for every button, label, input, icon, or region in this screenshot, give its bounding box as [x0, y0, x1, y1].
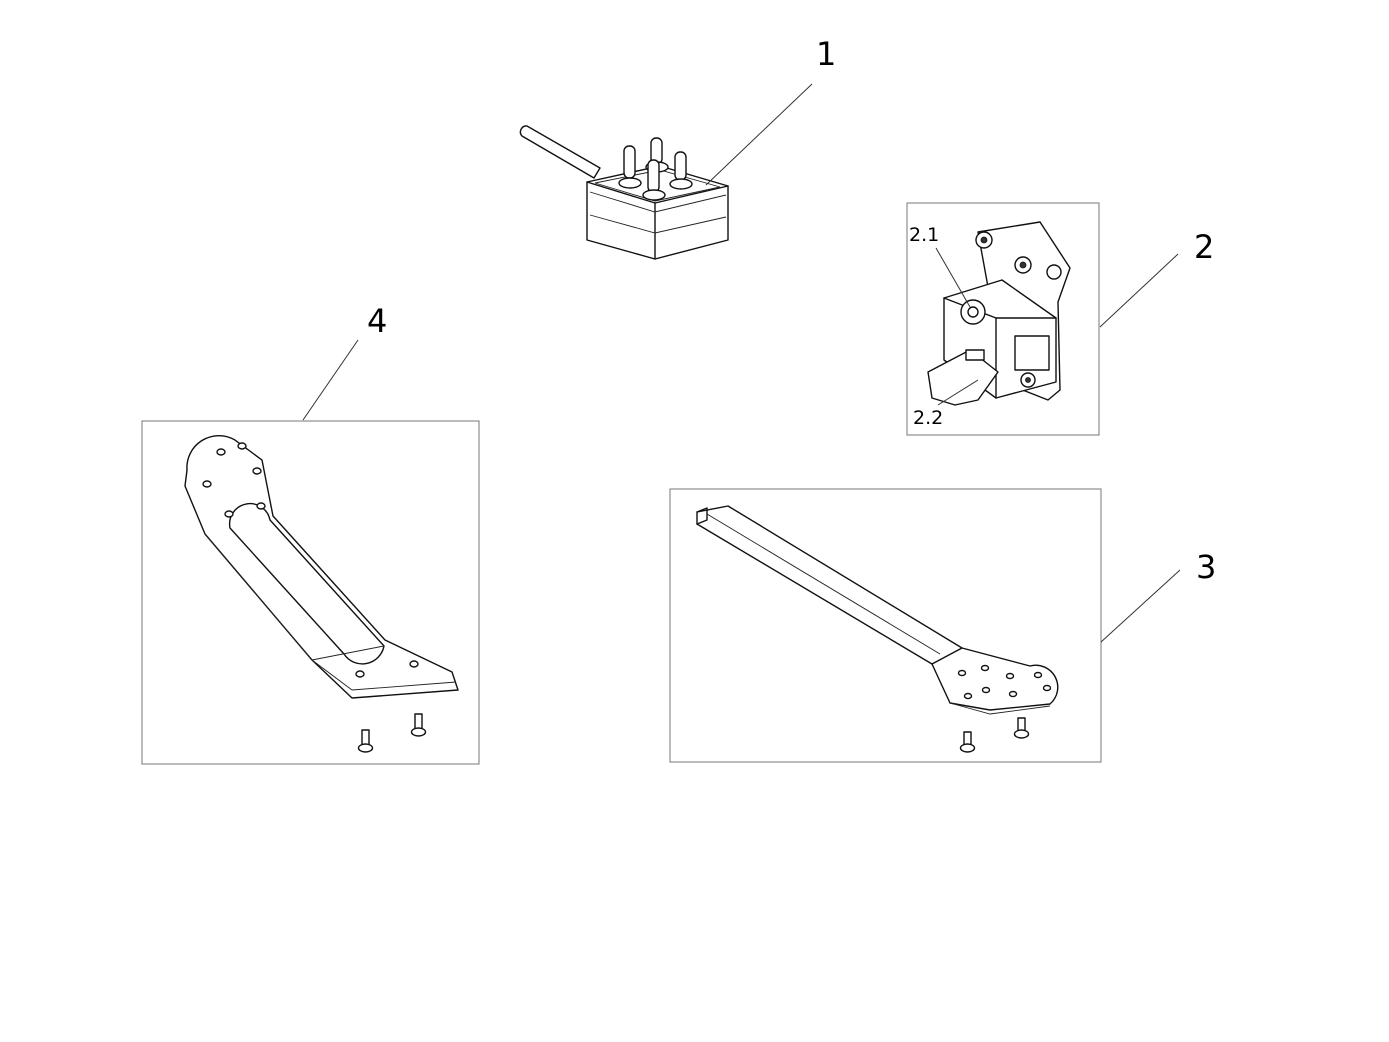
part-3-arm [669, 488, 1181, 763]
callout-3-label: 3 [1196, 548, 1217, 586]
part-4-angled-bracket [141, 339, 480, 765]
callout-1-label: 1 [816, 35, 837, 73]
toggle-switches [618, 137, 693, 201]
callout-4-label: 4 [367, 302, 388, 340]
part-2-hinge-bracket [906, 202, 1179, 436]
callout-2-2-label: 2.2 [913, 407, 944, 429]
part-1-switch-box [519, 83, 813, 260]
part-4-screws [357, 713, 427, 753]
part-4-frame [141, 420, 480, 765]
part-3-screws [959, 717, 1030, 753]
callout-2-label: 2 [1194, 228, 1215, 266]
part-2-frame [906, 202, 1100, 436]
callout-2-1-label: 2.1 [909, 224, 940, 246]
part-3-frame [669, 488, 1102, 763]
